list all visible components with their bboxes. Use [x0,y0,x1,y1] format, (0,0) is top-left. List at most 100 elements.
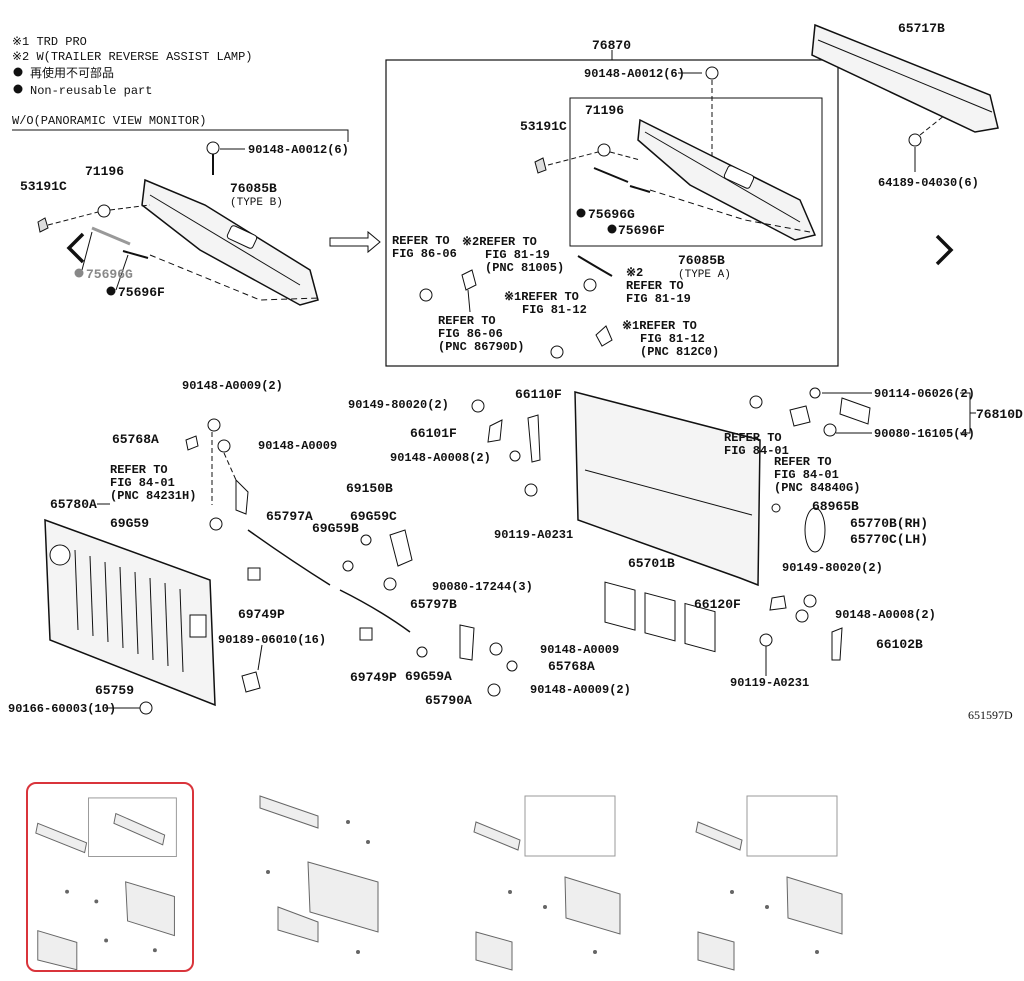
label-66102b: 66102B [876,637,923,652]
ref-fig-84-01-c-line1: REFER TO [774,455,832,469]
thumbnail-preview [259,795,379,954]
label-53191c-left: 53191C [20,179,67,194]
label-66101f: 66101F [410,426,457,441]
label-65797b: 65797B [410,597,457,612]
label-65717b: 65717B [898,21,945,36]
ref-fig-81-19-b-line1: REFER TO [626,279,684,293]
ref-fig-81-19-b-line2: FIG 81-19 [626,292,691,306]
label-90148-a0012-left: 90148-A0012(6) [248,143,349,157]
label-65770c-lh: 65770C(LH) [850,532,928,547]
label-type-b: (TYPE B) [230,197,283,209]
label-90148-a0009-2-bottom: 90148-A0009(2) [530,683,631,697]
label-90148-a0009-top: 90148-A0009 [258,439,337,453]
ref-fig-81-19-b-mark: ※2 [626,266,643,280]
step-garnish-65717b [811,23,999,172]
label-76870: 76870 [592,38,631,53]
non-reusable-dot-icon [13,67,23,77]
label-75696g-left: 75696G [86,267,133,282]
label-53191c-right: 53191C [520,119,567,134]
label-90148-a0008-b: 90148-A0008(2) [835,608,936,622]
ref-fig-86-06-a-line1: REFER TO [392,234,450,248]
section-bracket [12,129,349,142]
thumbnail-3[interactable] [470,782,638,972]
label-69749p-a: 69749P [238,607,285,622]
label-90148-a0009-bottom: 90148-A0009 [540,643,619,657]
ref-fig-84-01-a-line3: (PNC 84231H) [110,489,196,503]
thumbnail-strip [0,770,1024,981]
thumbnail-preview [695,795,843,971]
tailgate-inner-panel-65759 [44,518,261,715]
label-90148-a0012-right: 90148-A0012(6) [584,67,685,81]
ref-fig-84-01-a-line2: FIG 84-01 [110,476,175,490]
tailgate-part [574,391,761,587]
note-non-reusable-en: Non-reusable part [30,84,152,98]
label-69g59: 69G59 [110,516,149,531]
ref-fig-81-12-b-line1: ※1REFER TO [622,319,697,333]
label-71196-right: 71196 [585,103,624,118]
label-76810d: 76810D [976,407,1023,422]
ref-fig-84-01-c-line2: FIG 84-01 [774,468,839,482]
next-figure-button[interactable] [926,230,962,270]
figure-code: 651597D [968,708,1013,722]
label-76085b-right: 76085B [678,253,725,268]
label-90149-80020-b: 90149-80020(2) [782,561,883,575]
ref-fig-81-12-a-line2: FIG 81-12 [522,303,587,317]
label-90148-a0008-a: 90148-A0008(2) [390,451,491,465]
label-90119-a0231-a: 90119-A0231 [494,528,573,542]
cable-65797b [339,589,411,633]
label-type-a: (TYPE A) [678,269,731,281]
ref-fig-81-19-a-line3: (PNC 81005) [485,261,564,275]
ref-fig-81-12-b-line3: (PNC 812C0) [640,345,719,359]
label-65770b-rh: 65770B(RH) [850,516,928,531]
label-66120f: 66120F [694,597,741,612]
note-trailer-lamp: ※2 W(TRAILER REVERSE ASSIST LAMP) [12,50,253,64]
step-garnish-part [811,23,999,133]
label-68965b: 68965B [812,499,859,514]
label-65768a-top: 65768A [112,432,159,447]
label-90080-17244: 90080-17244(3) [432,580,533,594]
label-66110f: 66110F [515,387,562,402]
thumbnail-preview [473,795,621,971]
label-76085b-left: 76085B [230,181,277,196]
ref-fig-84-01-b-line1: REFER TO [724,431,782,445]
thumbnail-2[interactable] [248,782,416,972]
label-69150b: 69150B [346,481,393,496]
label-90149-80020-a: 90149-80020(2) [348,398,449,412]
chevron-right-icon [935,234,954,266]
non-reusable-dot-icon [13,84,23,94]
ref-fig-86-06-b-line1: REFER TO [438,314,496,328]
label-75696f-right: 75696F [618,223,665,238]
note-non-reusable-jp: 再使用不可部品 [30,65,114,81]
label-65759: 65759 [95,683,134,698]
label-90189-06010: 90189-06010(16) [218,633,326,647]
parts-diagram: ※1 TRD PRO ※2 W(TRAILER REVERSE ASSIST L… [8,21,1023,722]
cable-65797a [247,529,331,586]
label-90166-60003: 90166-60003(10) [8,702,116,716]
label-75696g-right: 75696G [588,207,635,222]
ref-fig-81-12-a-line1: ※1REFER TO [504,290,579,304]
chevron-left-icon [66,232,85,264]
ref-fig-86-06-b-line2: FIG 86-06 [438,327,503,341]
label-69749p-b: 69749P [350,670,397,685]
label-90114-06026: 90114-06026(2) [874,387,975,401]
label-90080-16105: 90080-16105(4) [874,427,975,441]
section-header-without-pvm: W/O(PANORAMIC VIEW MONITOR) [12,114,206,128]
label-65780a: 65780A [50,497,97,512]
label-69g59c: 69G59C [350,509,397,524]
thumbnail-4[interactable] [692,782,860,972]
note-trd-pro: ※1 TRD PRO [12,35,87,49]
detail-box-type-a [569,97,823,247]
legend-notes: ※1 TRD PRO ※2 W(TRAILER REVERSE ASSIST L… [12,35,253,98]
tailgate-panel-65701b [574,391,761,653]
ref-fig-81-19-a-line2: FIG 81-19 [485,248,550,262]
ref-fig-84-01-c-line3: (PNC 84840G) [774,481,860,495]
thumbnail-preview [35,797,177,970]
thumbnail-1[interactable] [26,782,194,972]
previous-figure-button[interactable] [58,228,94,268]
label-71196-left: 71196 [85,164,124,179]
label-90119-a0231-b: 90119-A0231 [730,676,809,690]
label-65701b: 65701B [628,556,675,571]
label-75696f-left: 75696F [118,285,165,300]
label-69g59b: 69G59B [312,521,359,536]
ref-fig-86-06-a-line2: FIG 86-06 [392,247,457,261]
